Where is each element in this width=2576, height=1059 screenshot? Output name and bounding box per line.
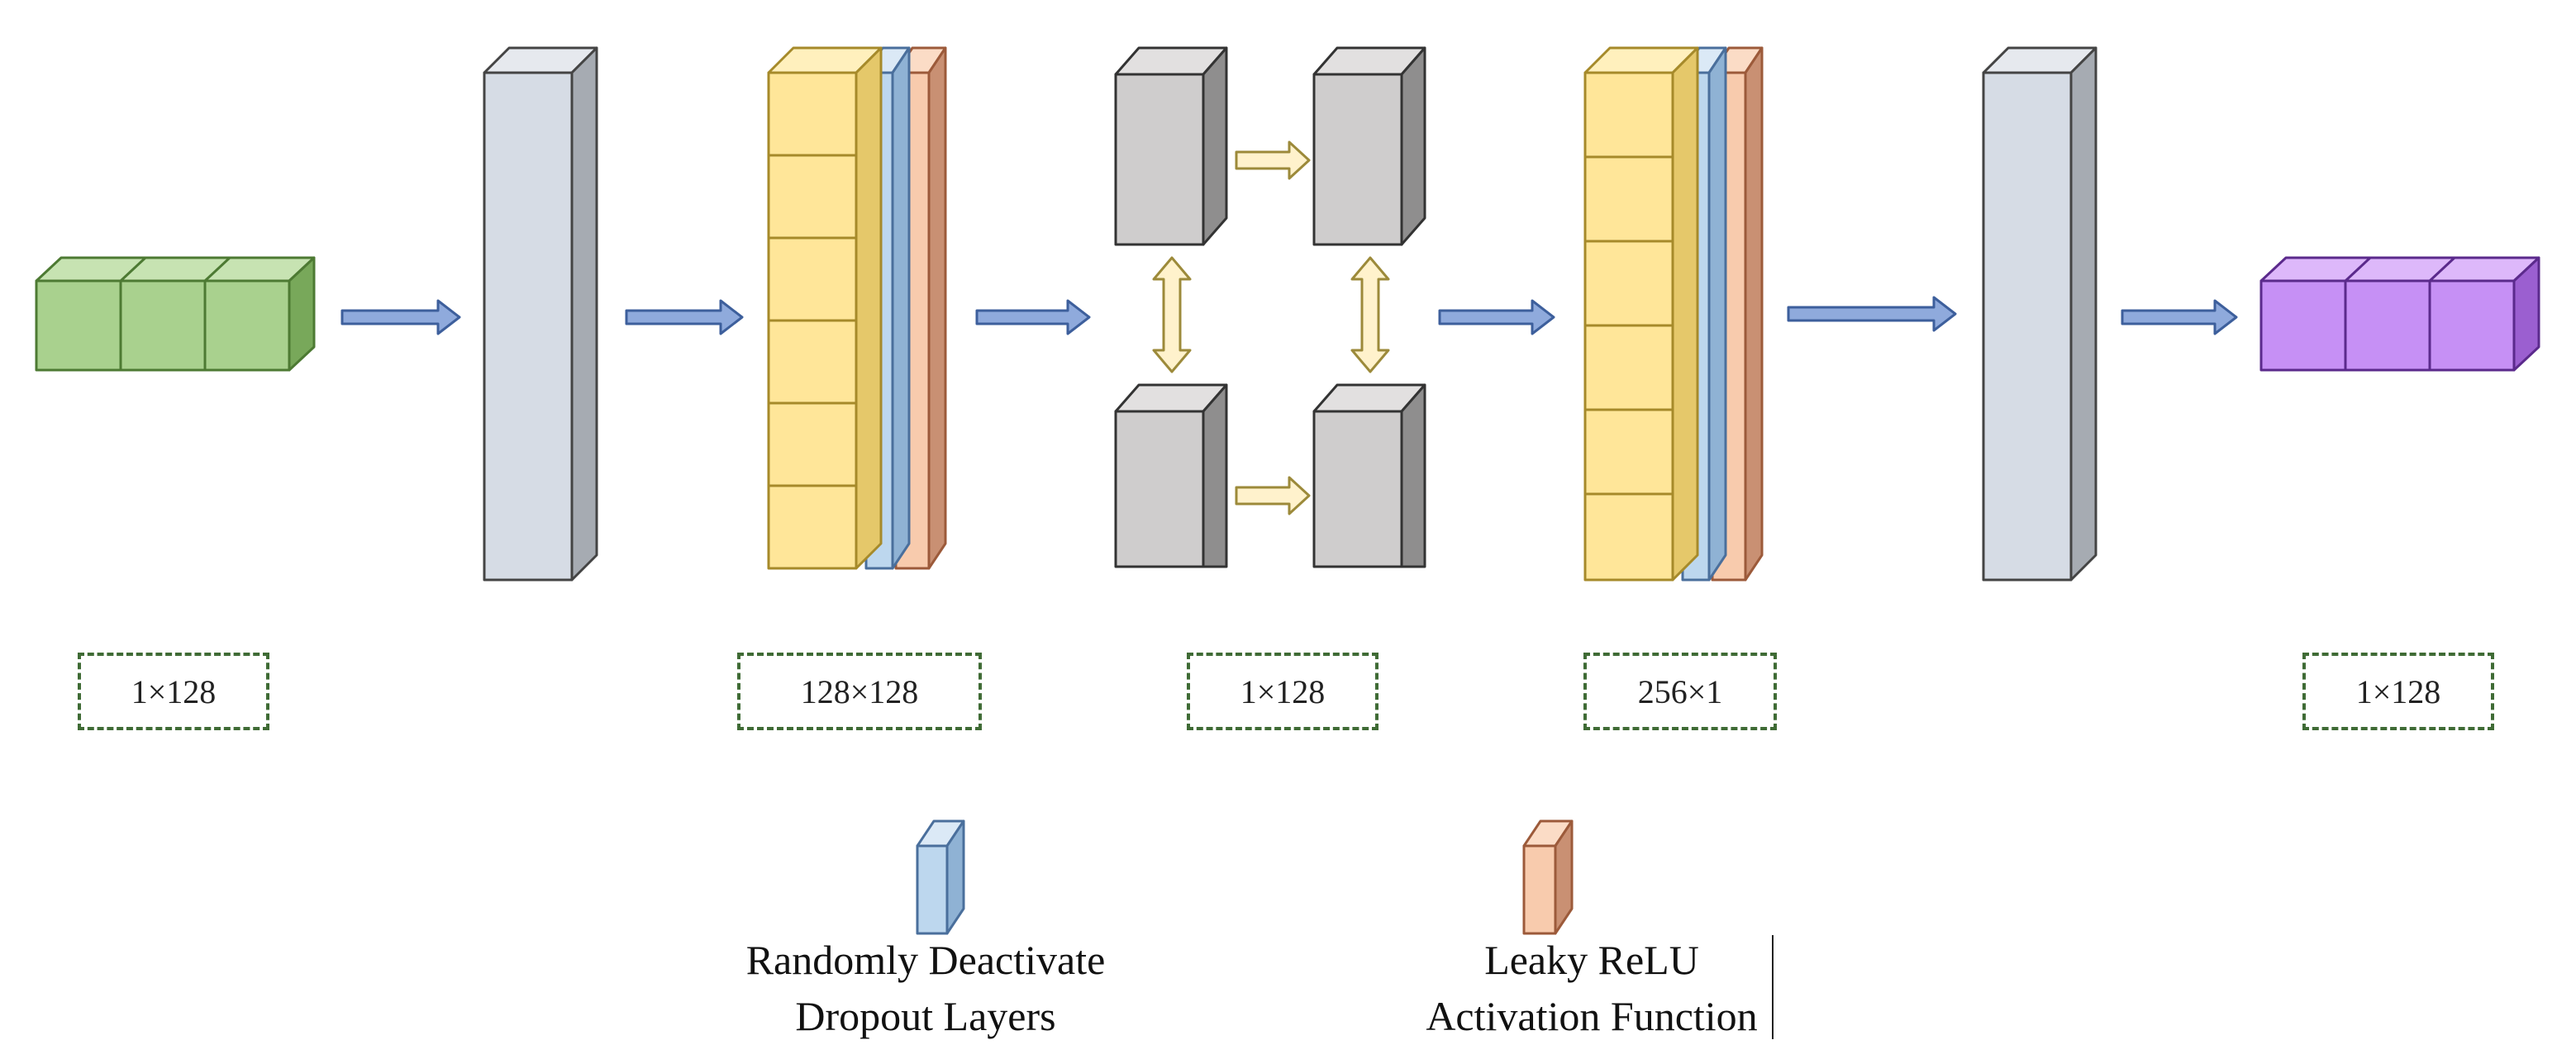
feature-block-2 <box>1583 46 1764 582</box>
legend-relu-line2: Activation Function <box>1426 993 1758 1039</box>
legend-divider <box>1772 935 1774 1039</box>
yellow-cells-1 <box>767 46 883 570</box>
inner-arrow-right-top <box>1235 140 1311 180</box>
pool-cube-top-left <box>1114 46 1228 246</box>
flow-arrow-4 <box>1438 299 1555 335</box>
legend-relu-line1: Leaky ReLU <box>1484 937 1699 983</box>
input-block <box>35 256 316 372</box>
pool-cube-top-right <box>1312 46 1426 246</box>
pool-cube-bottom-left <box>1114 383 1228 568</box>
inner-arrow-right-bottom <box>1235 476 1311 515</box>
output-size-label: 1×128 <box>2302 653 2494 730</box>
input-size-label: 1×128 <box>78 653 269 730</box>
yellow-cells-2 <box>1583 46 1699 582</box>
block2-size-label: 256×1 <box>1583 653 1777 730</box>
flow-arrow-6 <box>2121 299 2238 335</box>
legend-relu: Leaky ReLU Activation Function <box>1360 932 1823 1044</box>
flow-arrow-5 <box>1787 296 1957 332</box>
legend-dropout: Randomly Deactivate Dropout Layers <box>694 932 1157 1044</box>
feature-block-1 <box>767 46 947 570</box>
blue-slab-icon <box>916 819 965 935</box>
pool-cube-bottom-right <box>1312 383 1426 568</box>
inner-arrows <box>1152 140 1390 515</box>
orange-slab-icon <box>1522 819 1574 935</box>
flow-arrow-3 <box>975 299 1091 335</box>
inner-arrow-vertical-right <box>1350 256 1390 373</box>
flow-arrow-2 <box>625 299 744 335</box>
legend-dropout-line1: Randomly Deactivate <box>745 937 1106 983</box>
flow-arrows <box>340 296 2238 335</box>
pool-blocks <box>1114 46 1426 568</box>
block1-size-label: 128×128 <box>737 653 982 730</box>
pool-size-label: 1×128 <box>1187 653 1378 730</box>
inner-arrow-vertical-left <box>1152 256 1192 373</box>
dense-layer-1 <box>483 46 598 582</box>
output-block <box>2259 256 2540 372</box>
legend-dropout-line2: Dropout Layers <box>795 993 1056 1039</box>
dense-layer-2 <box>1982 46 2097 582</box>
flow-arrow-1 <box>340 299 461 335</box>
